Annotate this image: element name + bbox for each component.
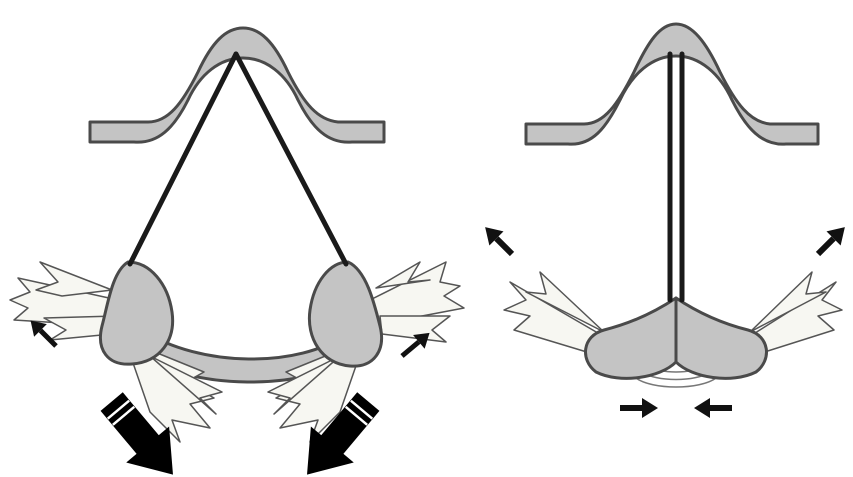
right-panel: [478, 24, 852, 418]
arytenoid-cartilage-left-rp: [586, 298, 676, 378]
arytenoid-cartilage-right: [309, 262, 381, 366]
arrow-icon: [694, 398, 732, 418]
arrow-icon: [620, 398, 658, 418]
vocal-ligament-left: [130, 54, 236, 264]
arytenoid-cartilage-right-rp: [676, 298, 766, 378]
thyroid-cartilage-left: [90, 28, 384, 142]
arrow-icon: [478, 220, 519, 261]
arytenoid-cartilage-left: [100, 262, 172, 364]
arrow-icon: [811, 220, 852, 261]
left-panel: [10, 28, 464, 477]
muscle-fibers-upper-right: [370, 262, 464, 342]
